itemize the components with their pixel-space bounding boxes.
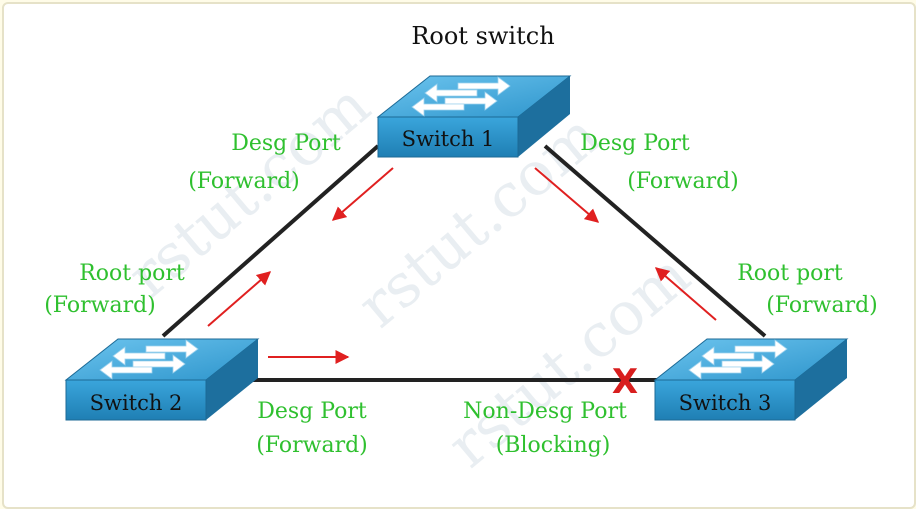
s3-root-port-role: Root port (737, 261, 843, 286)
s1-left-port-state: (Forward) (188, 169, 300, 194)
s1-left-port-role: Desg Port (231, 131, 341, 156)
s2-desg-port-role: Desg Port (257, 399, 367, 424)
link-s1-s2 (161, 144, 380, 338)
switch-2-label: Switch 2 (90, 391, 183, 415)
arrow-s1-to-s2 (331, 167, 394, 221)
arrow-s2-root (207, 271, 272, 327)
s3-nondesg-port-role: Non-Desg Port (463, 399, 627, 424)
arrow-s1-to-s3 (534, 167, 600, 223)
switch-3: Switch 3 (653, 338, 849, 421)
s3-nondesg-port-state: (Blocking) (496, 433, 611, 458)
switch-2: Switch 2 (64, 338, 260, 421)
root-switch-title: Root switch (411, 22, 554, 50)
link-s1-s3 (543, 144, 767, 338)
switch-1: Switch 1 (376, 75, 572, 158)
switch-3-label: Switch 3 (679, 391, 772, 415)
arrow-s3-root (654, 267, 717, 321)
switch-1-label: Switch 1 (402, 127, 495, 151)
s3-root-port-state: (Forward) (766, 293, 878, 318)
s1-right-port-role: Desg Port (580, 131, 690, 156)
s2-root-port-role: Root port (79, 261, 185, 286)
s1-right-port-state: (Forward) (627, 169, 739, 194)
blocked-x-marker: X (612, 362, 638, 402)
s2-root-port-state: (Forward) (44, 293, 156, 318)
s2-desg-port-state: (Forward) (256, 433, 368, 458)
